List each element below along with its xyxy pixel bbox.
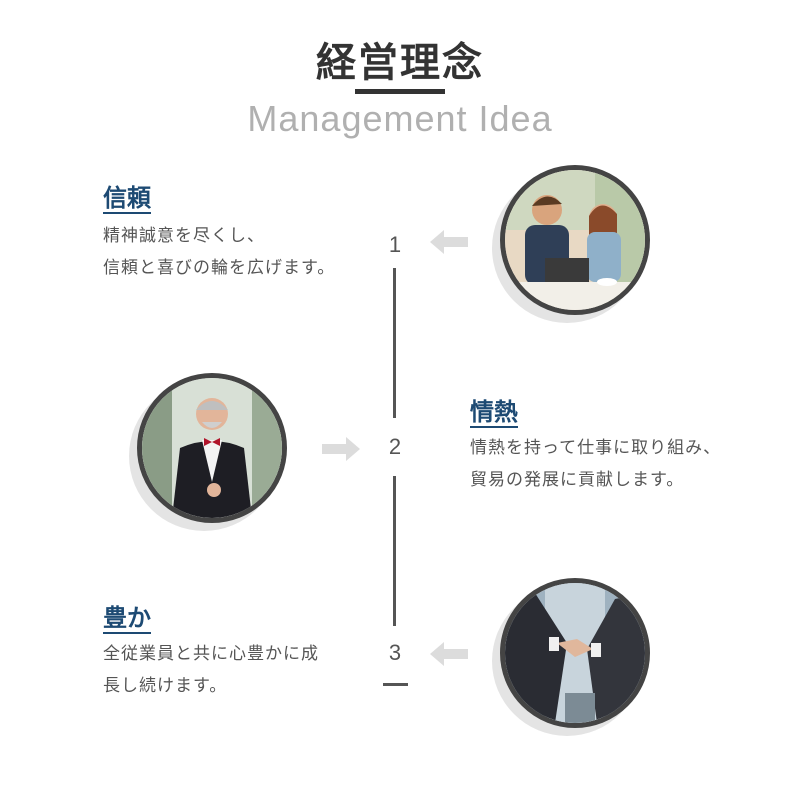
- step-number-3: 3: [388, 640, 402, 665]
- description-line: 信頼と喜びの輪を広げます。: [103, 258, 336, 278]
- step-number-1: 1: [388, 232, 402, 257]
- arrow-left-icon: [430, 230, 468, 254]
- timeline-end-cap: [383, 683, 408, 686]
- item-description-trust: 精神誠意を尽くし、 信頼と喜びの輪を広げます。: [103, 220, 335, 284]
- item-heading-abundance: 豊か: [103, 604, 151, 632]
- description-line: 貿易の発展に貢献します。: [470, 470, 685, 490]
- item-heading-trust: 信頼: [103, 184, 151, 212]
- description-line: 精神誠意を尽くし、: [103, 226, 265, 246]
- arrow-right-icon: [322, 437, 360, 461]
- handshake-image: [505, 583, 645, 723]
- celebrating-couple-image: [505, 170, 645, 310]
- description-line: 全従業員と共に心豊かに成: [103, 644, 319, 664]
- title-underline: [355, 89, 445, 94]
- arrow-left-icon: [430, 642, 468, 666]
- timeline-line-top: [393, 268, 396, 418]
- page-subtitle: Management Idea: [247, 98, 553, 139]
- item-description-abundance: 全従業員と共に心豊かに成 長し続けます。: [103, 638, 319, 702]
- timeline-line-bottom: [393, 476, 396, 626]
- businessman-image: [142, 378, 282, 518]
- step-number-2: 2: [388, 434, 402, 459]
- item-heading-passion: 情熱: [470, 398, 518, 426]
- description-line: 情熱を持って仕事に取り組み、: [470, 438, 722, 458]
- page-title: 経営理念: [316, 40, 484, 86]
- item-description-passion: 情熱を持って仕事に取り組み、 貿易の発展に貢献します。: [470, 432, 721, 496]
- photo-handshake: [492, 578, 650, 736]
- photo-celebrating-couple: [492, 165, 650, 323]
- photo-businessman: [129, 373, 287, 531]
- description-line: 長し続けます。: [103, 676, 228, 696]
